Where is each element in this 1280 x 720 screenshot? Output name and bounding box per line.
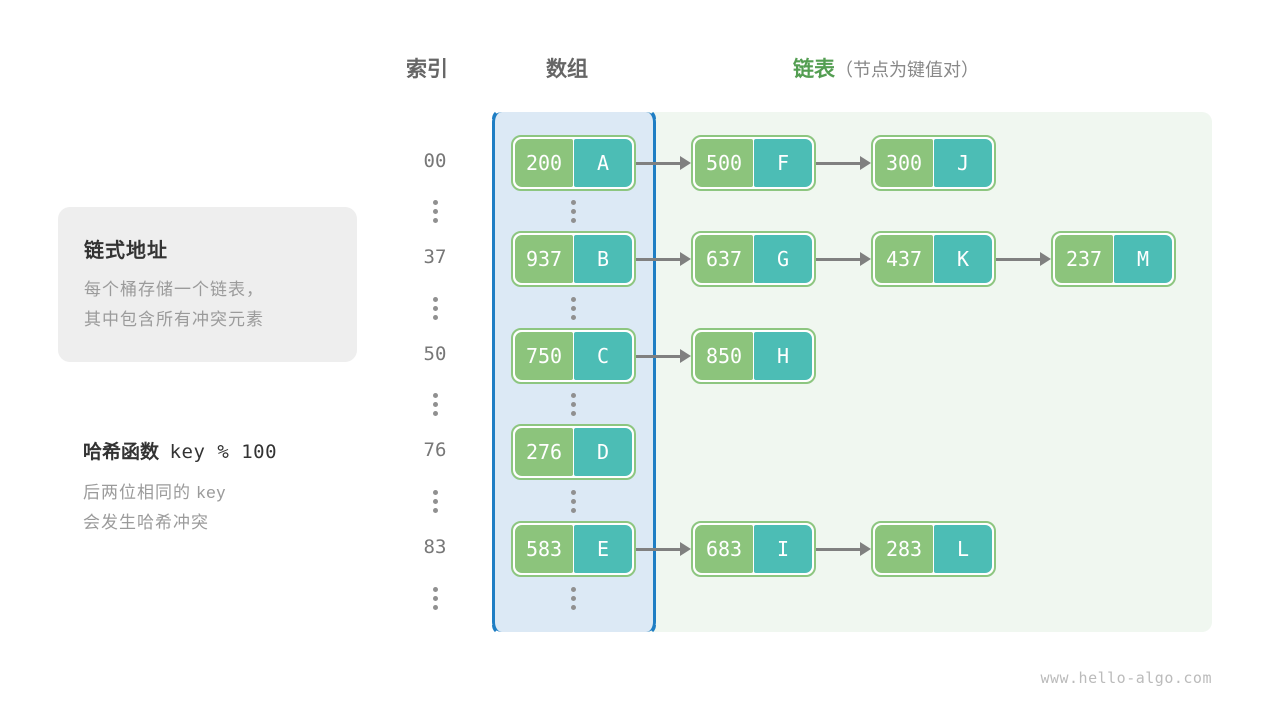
index-ellipsis — [425, 393, 445, 416]
array-ellipsis — [564, 200, 584, 223]
node-key: 637 — [695, 235, 753, 283]
node-key: 683 — [695, 525, 753, 573]
info-card-chaining: 链式地址 每个桶存储一个链表， 其中包含所有冲突元素 — [58, 207, 357, 362]
node-key: 850 — [695, 332, 753, 380]
column-header-linkedlist: 链表（节点为键值对） — [793, 53, 979, 83]
column-header-linkedlist-subtitle: （节点为键值对） — [835, 60, 979, 80]
bucket-index-label: 00 — [423, 150, 447, 172]
node-key: 276 — [515, 428, 573, 476]
info-card-body: 每个桶存储一个链表， 其中包含所有冲突元素 — [84, 275, 264, 335]
hash-function-description-line-2: 会发生哈希冲突 — [83, 513, 209, 532]
hash-function-description-line-1: 后两位相同的 key — [83, 483, 227, 502]
bucket-index-label: 50 — [423, 343, 447, 365]
column-header-array: 数组 — [546, 58, 588, 81]
node-key: 237 — [1055, 235, 1113, 283]
node-value: J — [934, 139, 992, 187]
hash-function-title: 哈希函数 key % 100 — [83, 437, 277, 464]
node-value: G — [754, 235, 812, 283]
node-key: 750 — [515, 332, 573, 380]
next-pointer-arrow — [636, 252, 691, 266]
index-ellipsis — [425, 297, 445, 320]
next-pointer-arrow — [816, 156, 871, 170]
node-key: 283 — [875, 525, 933, 573]
index-ellipsis — [425, 587, 445, 610]
node-key: 437 — [875, 235, 933, 283]
info-card-title: 链式地址 — [84, 240, 168, 262]
node-key: 937 — [515, 235, 573, 283]
index-ellipsis — [425, 490, 445, 513]
index-ellipsis — [425, 200, 445, 223]
node-key: 200 — [515, 139, 573, 187]
node-value: L — [934, 525, 992, 573]
next-pointer-arrow — [636, 156, 691, 170]
array-ellipsis — [564, 393, 584, 416]
node-value: D — [574, 428, 632, 476]
hash-function-description: 后两位相同的 key 会发生哈希冲突 — [83, 478, 226, 538]
info-card-body-line-1: 每个桶存储一个链表， — [84, 280, 264, 299]
node-key: 583 — [515, 525, 573, 573]
bucket-index-label: 37 — [423, 246, 447, 268]
node-value: C — [574, 332, 632, 380]
hash-function-title-label: 哈希函数 — [83, 442, 160, 463]
array-ellipsis — [564, 490, 584, 513]
node-value: B — [574, 235, 632, 283]
node-value: M — [1114, 235, 1172, 283]
watermark: www.hello-algo.com — [1040, 669, 1212, 687]
node-value: I — [754, 525, 812, 573]
next-pointer-arrow — [816, 542, 871, 556]
next-pointer-arrow — [996, 252, 1051, 266]
hash-function-expression: key % 100 — [169, 441, 278, 463]
node-key: 500 — [695, 139, 753, 187]
bucket-index-label: 76 — [423, 439, 447, 461]
node-value: F — [754, 139, 812, 187]
node-value: H — [754, 332, 812, 380]
bucket-index-label: 83 — [423, 536, 447, 558]
column-header-index: 索引 — [406, 58, 448, 81]
column-header-linkedlist-accent: 链表 — [793, 58, 835, 81]
info-card-body-line-2: 其中包含所有冲突元素 — [84, 310, 264, 329]
node-value: K — [934, 235, 992, 283]
node-key: 300 — [875, 139, 933, 187]
node-value: A — [574, 139, 632, 187]
array-ellipsis — [564, 587, 584, 610]
array-ellipsis — [564, 297, 584, 320]
node-value: E — [574, 525, 632, 573]
next-pointer-arrow — [816, 252, 871, 266]
next-pointer-arrow — [636, 542, 691, 556]
next-pointer-arrow — [636, 349, 691, 363]
